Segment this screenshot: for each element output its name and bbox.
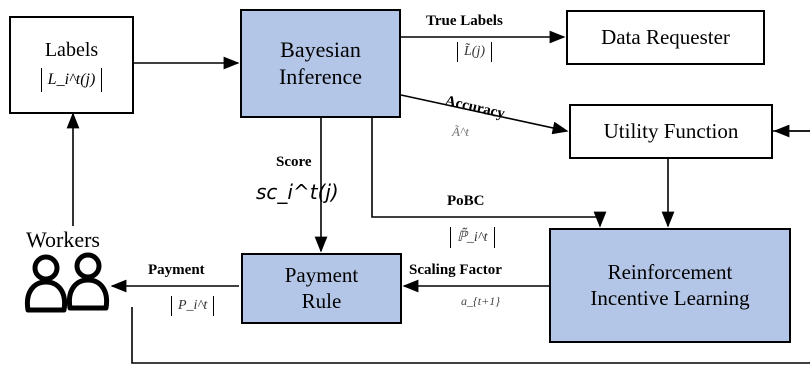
labels-title: Labels <box>44 39 99 62</box>
scaling-factor-label: Scaling Factor <box>409 262 502 278</box>
ril-line2: Incentive Learning <box>590 285 750 310</box>
bayesian-line2: Inference <box>278 63 363 89</box>
true-labels-label: True Labels <box>426 13 503 29</box>
payment-formula: P_i^t <box>171 296 215 316</box>
bayesian-line1: Bayesian <box>280 37 361 63</box>
edge-bayesian-to-utility <box>400 94 569 135</box>
accuracy-formula: Ã^t <box>452 124 470 139</box>
labels-formula: L_i^t(j) <box>40 68 103 92</box>
data-requester-box: Data Requester <box>566 10 765 65</box>
two-person-icon <box>24 252 110 313</box>
payment-rule-box: Payment Rule <box>241 253 402 324</box>
score-formula: sc_i^t(j) <box>256 180 339 204</box>
pobc-formula: ℙ̃_i^t <box>450 227 495 248</box>
utility-function-box: Utility Function <box>569 104 773 159</box>
payment-rule-line1: Payment <box>284 263 359 288</box>
data-requester-title: Data Requester <box>601 24 730 49</box>
utility-function-title: Utility Function <box>603 118 739 143</box>
payment-label: Payment <box>148 262 205 278</box>
reinforcement-incentive-learning-box: Reinforcement Incentive Learning <box>549 228 791 343</box>
edge-bayesian-to-ril <box>371 118 607 228</box>
ril-line1: Reinforcement <box>607 260 733 285</box>
workers-title: Workers <box>26 227 100 252</box>
payment-rule-line2: Rule <box>301 288 342 313</box>
bayesian-inference-box: Bayesian Inference <box>240 9 401 118</box>
scaling-factor-formula: a_{t+1} <box>461 294 501 308</box>
score-label: Score <box>276 154 312 170</box>
true-labels-formula: L̃(j) <box>457 42 492 62</box>
labels-box: Labels L_i^t(j) <box>9 16 134 114</box>
pobc-label: PoBC <box>447 193 485 209</box>
